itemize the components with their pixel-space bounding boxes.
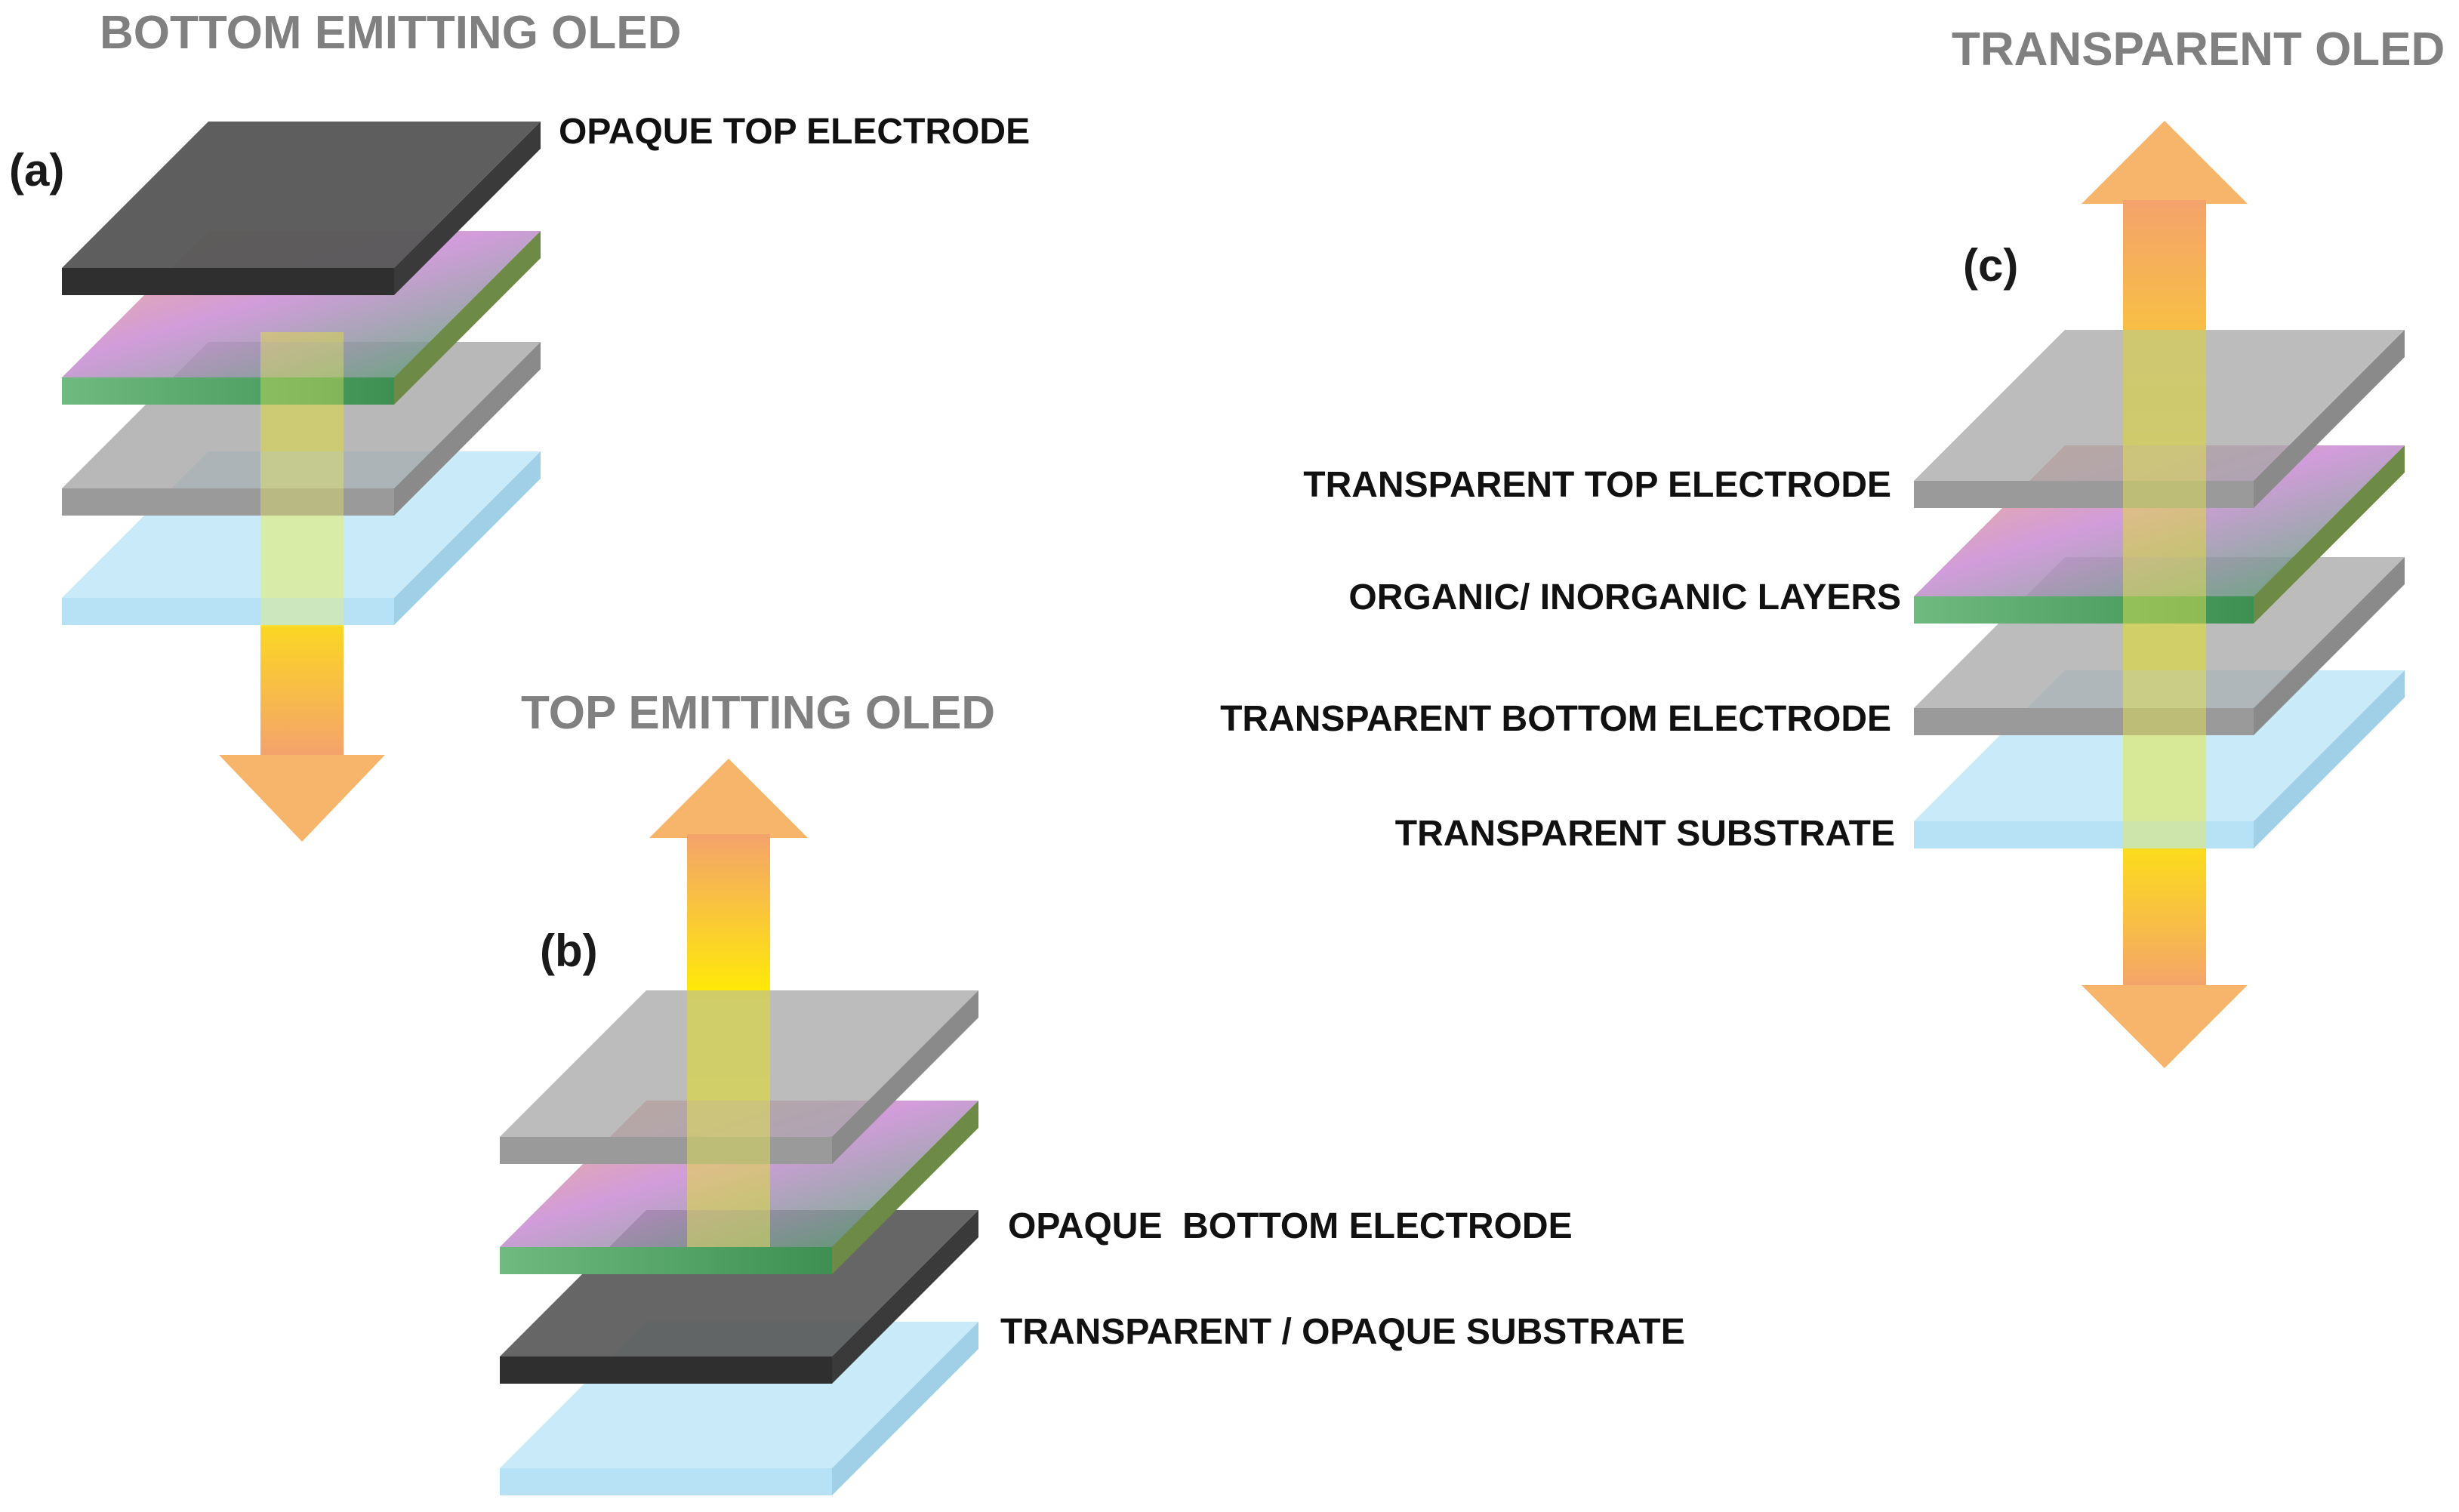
panel-b-title: TOP EMITTING OLED: [521, 687, 995, 739]
panel-a: BOTTOM EMITTING OLED (a): [9, 7, 1030, 842]
label-b-substrate: TRANSPARENT / OPAQUE SUBSTRATE: [1000, 1312, 1685, 1352]
label-a-top-electrode: OPAQUE TOP ELECTRODE: [559, 112, 1030, 152]
label-c-bottom-electrode: TRANSPARENT BOTTOM ELECTRODE: [1220, 699, 1891, 739]
panel-c-title: TRANSPARENT OLED: [1952, 23, 2445, 75]
panel-b-tag: (b): [540, 925, 598, 976]
layer-b-top-electrode: [500, 990, 978, 1164]
label-b-bottom-electrode: OPAQUE BOTTOM ELECTRODE: [1008, 1206, 1573, 1246]
panel-b: TOP EMITTING OLED (b) OPAQUE BOTTOM: [500, 687, 1685, 1495]
panel-a-tag: (a): [9, 145, 64, 196]
label-c-top-electrode: TRANSPARENT TOP ELECTRODE: [1303, 465, 1891, 505]
panel-a-title: BOTTOM EMITTING OLED: [100, 7, 681, 59]
layer-a-top-electrode: [62, 122, 541, 295]
panel-c: TRANSPARENT OLED (c) T: [1220, 23, 2445, 1068]
panel-c-tag: (c): [1963, 240, 2018, 291]
label-c-substrate: TRANSPARENT SUBSTRATE: [1395, 814, 1895, 854]
label-c-organic-layers: ORGANIC/ INORGANIC LAYERS: [1348, 577, 1901, 617]
layer-c-top-electrode: [1914, 330, 2405, 508]
